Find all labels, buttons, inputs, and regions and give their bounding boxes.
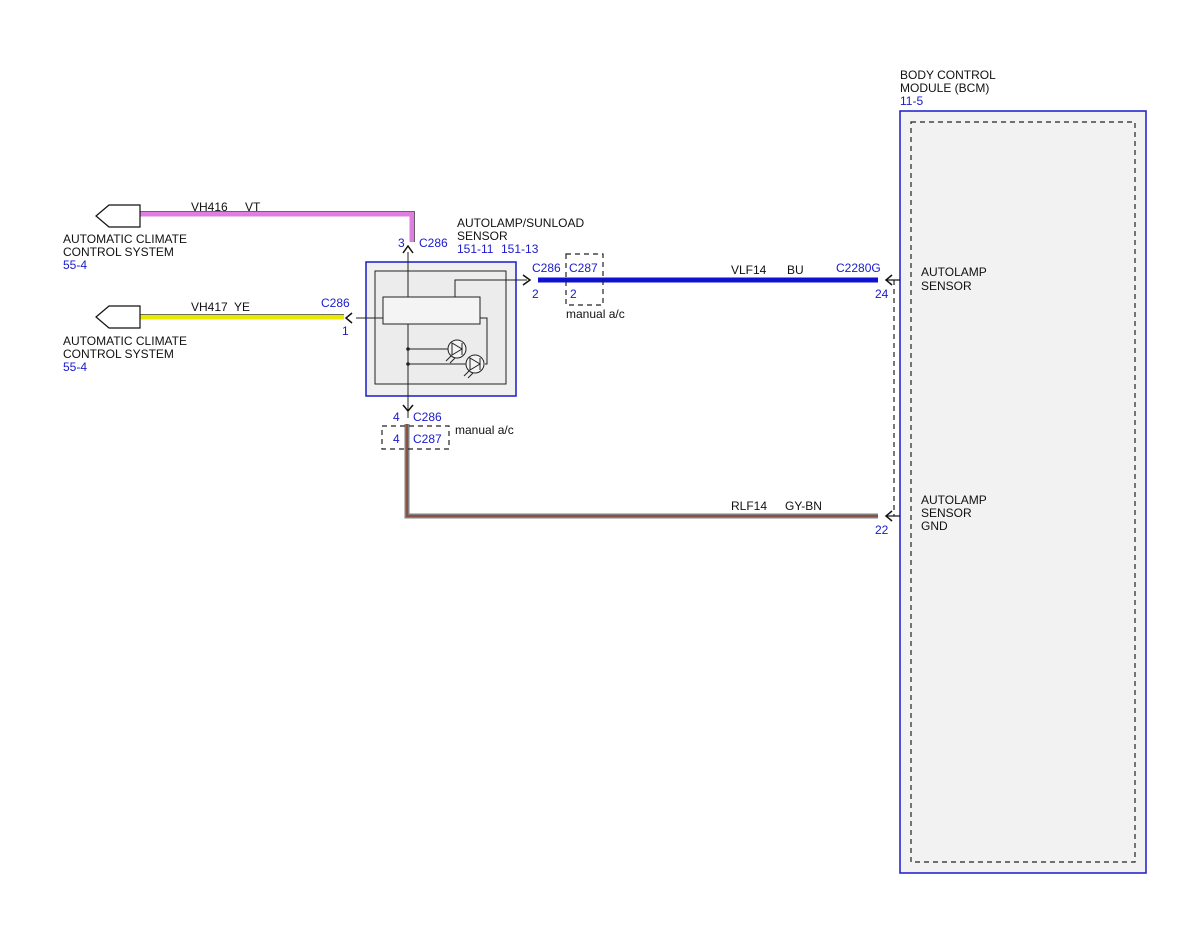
wire-vlf14-circuit: VLF14 (731, 263, 767, 277)
wire-vh417-color: YE (234, 300, 250, 314)
wire-vh416-outline (140, 211, 415, 242)
climate-bottom-line1: AUTOMATIC CLIMATE (63, 334, 187, 348)
sensor-ref-link-2[interactable]: 151-13 (501, 242, 539, 256)
connector-c2280g[interactable]: C2280G (836, 261, 881, 275)
bcm-autolamp-gnd-label-line2: SENSOR (921, 506, 972, 520)
sensor-title-line1: AUTOLAMP/SUNLOAD (457, 216, 584, 230)
wire-vh416-circuit: VH416 (191, 200, 228, 214)
sensor-internal-line-out (454, 279, 527, 297)
wire-vh416-color: VT (245, 200, 261, 214)
wire-rlf14-circuit: RLF14 (731, 499, 767, 513)
sensor-module-block (382, 296, 481, 325)
photodiode-icon (445, 339, 467, 364)
connector-c286-right[interactable]: C286 (532, 261, 561, 275)
climate-top-line2: CONTROL SYSTEM (63, 245, 174, 259)
arrow-c286-pin3 (402, 244, 414, 254)
bcm-autolamp-gnd-label-line1: AUTOLAMP (921, 493, 987, 507)
connector-c286-left[interactable]: C286 (321, 296, 350, 310)
sensor-ref-link-1[interactable]: 151-11 (457, 242, 494, 256)
bcm-title-line1: BODY CONTROL (900, 68, 996, 82)
body-control-module[interactable] (899, 110, 1147, 874)
connector-pin-4-c287: 4 (393, 432, 400, 446)
climate-top-line1: AUTOMATIC CLIMATE (63, 232, 187, 246)
connector-c287-bottom[interactable]: C287 (413, 432, 442, 446)
connector-c286-bottom[interactable]: C286 (413, 410, 442, 424)
climate-connector-top-icon[interactable] (95, 204, 141, 228)
bcm-inner-dashed-box (910, 121, 1136, 863)
climate-bottom-ref-link[interactable]: 55-4 (63, 360, 87, 374)
bcm-autolamp-sensor-label-line2: SENSOR (921, 279, 972, 293)
connector-c287-top-dashed-box (565, 253, 604, 306)
connector-pin-22: 22 (875, 523, 889, 537)
connector-c287-right[interactable]: C287 (569, 261, 598, 275)
connector-pin-24: 24 (875, 287, 889, 301)
option-note-bottom: manual a/c (455, 423, 514, 437)
connector-pin-4-c286: 4 (393, 410, 400, 424)
arrow-c286-pin4 (402, 404, 414, 413)
connector-pin-3: 3 (398, 236, 405, 250)
climate-connector-bottom-icon[interactable] (95, 305, 141, 329)
wire-vh416[interactable] (140, 211, 415, 242)
connector-pin-2-c287: 2 (570, 287, 577, 301)
autolamp-sunload-sensor[interactable] (356, 252, 527, 418)
wire-vlf14-color: BU (787, 263, 804, 277)
sensor-junction-dot-1 (406, 347, 410, 351)
sensor-inner-box (374, 270, 507, 385)
connector-c286-top[interactable]: C286 (419, 236, 448, 250)
option-note-top: manual a/c (566, 307, 625, 321)
wire-vh417-circuit: VH417 (191, 300, 228, 314)
photodiode-icon (463, 354, 485, 379)
climate-top-ref-link[interactable]: 55-4 (63, 258, 87, 272)
bcm-autolamp-gnd-label-line3: GND (921, 519, 948, 533)
connector-pin-1: 1 (342, 324, 349, 338)
arrow-c286-pin1 (344, 312, 353, 324)
connector-pin-2-c286: 2 (532, 287, 539, 301)
bcm-outer-box (899, 110, 1147, 874)
wire-rlf14-stripe (406, 424, 878, 517)
climate-bottom-line2: CONTROL SYSTEM (63, 347, 174, 361)
bcm-autolamp-sensor-label-line1: AUTOLAMP (921, 265, 987, 279)
arrow-c286-pin2 (522, 274, 532, 286)
sensor-title-line2: SENSOR (457, 229, 508, 243)
sensor-internal-line-right (480, 317, 488, 365)
bcm-title-line2: MODULE (BCM) (900, 81, 989, 95)
wire-rlf14-color: GY-BN (785, 499, 822, 513)
bcm-ref-link[interactable]: 11-5 (900, 94, 923, 108)
sensor-junction-dot-2 (406, 362, 410, 366)
